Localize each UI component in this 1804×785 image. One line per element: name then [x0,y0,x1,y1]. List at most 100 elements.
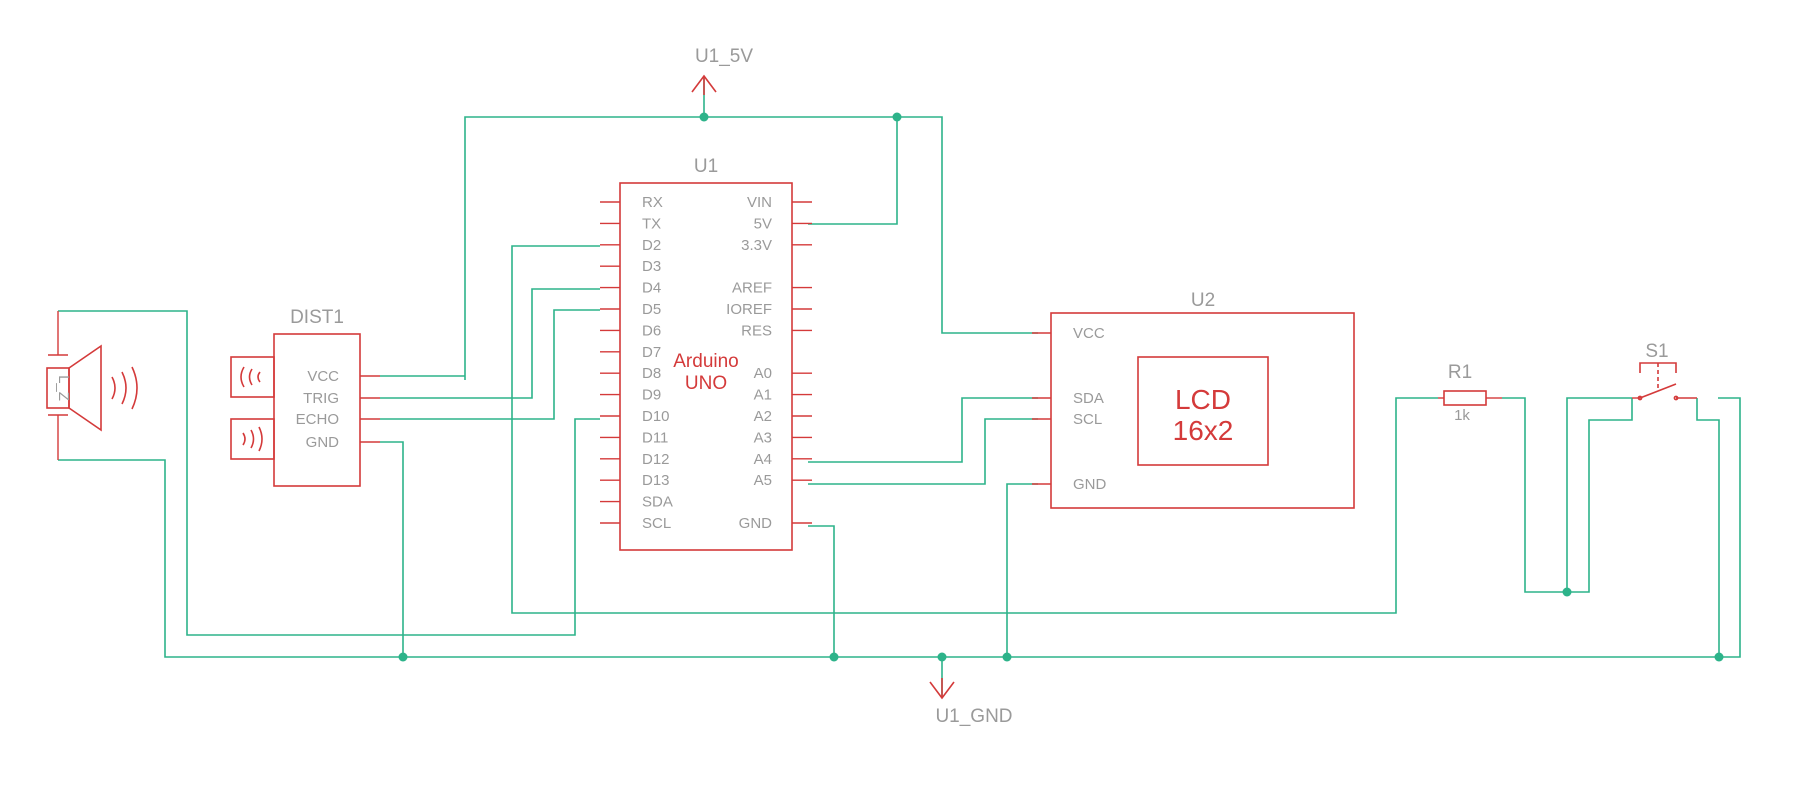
u1-pin-label-d3: D3 [642,258,661,275]
u1-pin-label-d5: D5 [642,301,661,318]
wire-d10-speaker [58,310,600,636]
junction-5v-right [892,112,902,122]
speaker-sound-wave-3 [131,366,138,410]
u2-display-line1: LCD [1175,384,1231,415]
u1-name-line2: UNO [685,373,727,394]
wires [58,78,1741,697]
u2-lcd[interactable]: U2 LCD 16x2 VCC SDA SCL GND [1032,290,1355,509]
s1-contact [1639,383,1677,399]
wire-arduino-gnd [808,525,835,657]
dist1-wave-5 [250,429,255,449]
u1-pin-label-a2: A2 [754,408,772,425]
u1-pin-label-a3: A3 [754,429,772,446]
s1-terminal-left [1637,395,1643,401]
u1-pin-label-d11: D11 [642,429,668,446]
dist1-ref: DIST1 [290,307,344,328]
dist1-pin-label-echo: ECHO [296,411,339,428]
wire-gnd-rail [58,397,1741,658]
u2-pin-label-sda: SDA [1073,390,1104,407]
wire-a4-sda [808,397,1038,463]
r1-resistor[interactable]: R1 1k [1438,362,1502,424]
wire-switch-junction [1566,397,1632,592]
u1-pin-label-d6: D6 [642,322,661,339]
junctions [398,112,1724,662]
u1-pin-label-d4: D4 [642,280,661,297]
u1-ref: U1 [694,156,718,177]
dist1-body [273,333,361,487]
vcc-net-label: U1_5V [695,46,753,67]
u1-pin-label-aref: AREF [732,280,772,297]
u1-pin-label-gnd: GND [739,515,773,532]
u1-pin-label-a0: A0 [754,365,772,382]
u2-display [1137,356,1269,466]
u1-pin-label-tx: TX [642,215,661,232]
u2-pin-label-gnd: GND [1073,476,1107,493]
dist1-transducer-top [230,356,275,398]
u1-pin-label-ioref: IOREF [726,301,772,318]
u1-pin-label-a4: A4 [754,451,772,468]
dist1-wave-1 [240,366,245,388]
u1-name-line1: Arduino [673,351,739,372]
u1-pin-label-d12: D12 [642,451,670,468]
u1-pin-label-vin: VIN [747,194,772,211]
u1-arduino[interactable]: U1 Arduino UNO RX TX D2D3D4D5D6D7D8D9D10D1… [600,156,812,551]
speaker-sound-wave-1 [111,376,116,400]
dist1-wave-3 [257,371,261,383]
wire-r1-switch [1502,397,1633,593]
r1-body [1443,390,1487,406]
u1-pin-label-a5: A5 [754,472,772,489]
r1-value: 1k [1454,407,1470,424]
dist1-wave-4 [242,432,246,446]
speaker-sound-wave-2 [121,371,127,405]
vcc-symbol[interactable]: U1_5V [691,46,753,95]
wire-d2-button [511,245,1438,614]
dist1-pin-label-gnd: GND [306,434,340,451]
dist1-wave-2 [248,368,253,386]
u2-display-line2: 16x2 [1173,415,1234,446]
junction-gnd-symbol [937,652,947,662]
junction-switch-net [1562,587,1572,597]
speaker-label: L_Z [55,375,72,401]
u1-pin-label-a1: A1 [754,387,772,404]
junction-gnd-arduino [829,652,839,662]
speaker-cone [68,344,102,432]
u1-pin-label-d10: D10 [642,408,670,425]
u1-pin-label-d2: D2 [642,237,661,254]
wire-switch-gnd [1696,398,1720,657]
u1-pin-label-d13: D13 [642,472,670,489]
u1-pin-label-res: RES [741,322,772,339]
u2-pin-label-vcc: VCC [1073,325,1105,342]
u1-pin-label-d7: D7 [642,344,661,361]
wire-d4-trig [380,288,600,399]
junction-gnd-lcd [1002,652,1012,662]
u1-pin-label-rx: RX [642,194,663,211]
u2-pin-label-scl: SCL [1073,411,1102,428]
gnd-symbol[interactable]: U1_GND [929,678,1013,727]
dist1-sensor[interactable]: DIST1 VCC TRIG ECHO GND [230,307,380,487]
dist1-wave-6 [258,426,263,452]
u1-pin-label-scl: SCL [642,515,671,532]
u1-pin-label-5v: 5V [754,215,772,232]
u1-pin-label-d8: D8 [642,365,661,382]
gnd-net-label: U1_GND [935,706,1012,727]
wire-dist-gnd [380,441,404,657]
u1-pin-label-sda: SDA [642,494,673,511]
wire-d5-echo [380,309,600,420]
u2-ref: U2 [1191,290,1215,311]
dist1-transducer-bottom [230,418,275,460]
wire-arduino-5v [808,117,898,225]
wire-5v-rail [464,116,1038,380]
junction-gnd-dist [398,652,408,662]
s1-switch[interactable]: S1 [1632,341,1697,401]
junction-gnd-switch [1714,652,1724,662]
dist1-pin-label-vcc: VCC [307,368,339,385]
speaker[interactable]: L_Z [46,311,138,460]
u1-pin-label-d9: D9 [642,387,661,404]
u1-body [619,182,793,551]
junction-5v [699,112,709,122]
s1-ref: S1 [1645,341,1668,362]
wire-a5-scl [808,418,1038,485]
